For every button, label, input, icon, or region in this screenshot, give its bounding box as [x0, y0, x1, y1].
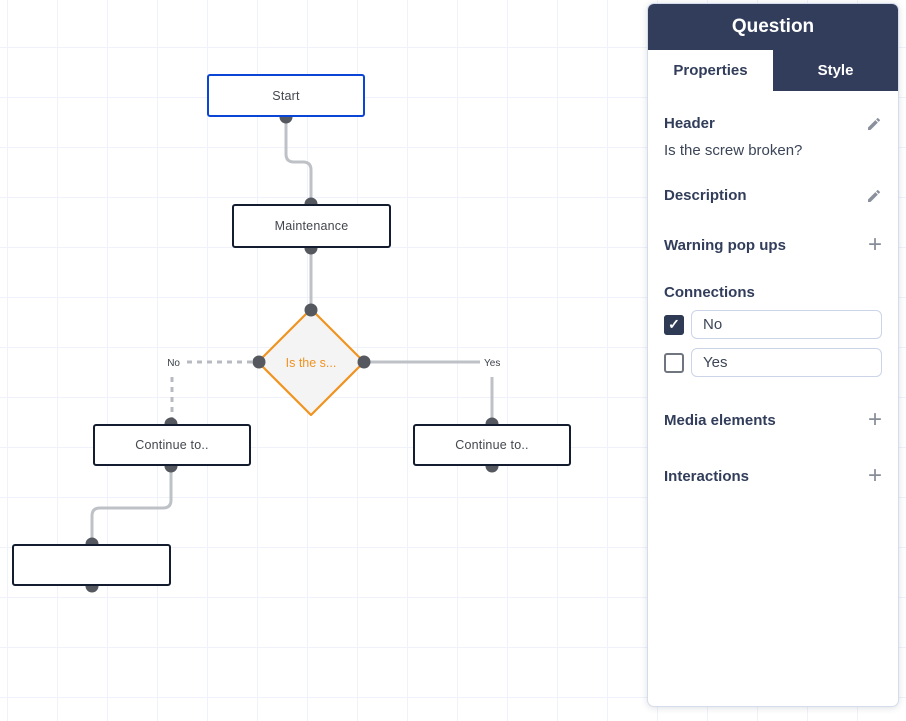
node-start-label: Start: [272, 88, 300, 103]
node-continue-left[interactable]: Continue to..: [93, 424, 251, 466]
pencil-icon: [868, 189, 880, 202]
edge-label-yes: Yes: [484, 358, 500, 369]
connection-dot[interactable]: [252, 355, 266, 369]
add-media-button[interactable]: +: [867, 406, 882, 433]
plus-icon: +: [867, 406, 882, 433]
node-start[interactable]: Start: [207, 74, 365, 117]
tab-style[interactable]: Style: [773, 50, 898, 91]
node-decision[interactable]: [256, 307, 366, 417]
tab-properties[interactable]: Properties: [648, 50, 773, 91]
description-section-label: Description: [664, 187, 747, 204]
properties-panel: Question Properties Style Header Is the …: [647, 3, 899, 707]
node-continue-right[interactable]: Continue to..: [413, 424, 571, 466]
edge-start-maintenance[interactable]: [284, 117, 313, 204]
connection-option-no: ✓: [664, 310, 882, 339]
interactions-section-label: Interactions: [664, 467, 750, 485]
connections-list: ✓: [664, 310, 882, 377]
connection-dot[interactable]: [357, 355, 371, 369]
plus-icon: +: [867, 462, 882, 489]
warning-section-label: Warning pop ups: [664, 236, 786, 254]
media-section-label: Media elements: [664, 411, 776, 429]
connection-input-no[interactable]: [691, 310, 882, 339]
edit-header-button[interactable]: [866, 116, 882, 132]
node-continue-left-label: Continue to..: [135, 438, 209, 452]
plus-icon: +: [867, 231, 882, 258]
panel-tabs: Properties Style: [648, 50, 898, 91]
header-value: Is the screw broken?: [664, 142, 803, 159]
edge-label-no: No: [167, 358, 180, 369]
connection-option-yes: [664, 348, 882, 377]
header-section-label: Header: [664, 115, 715, 132]
pencil-icon: [868, 117, 880, 130]
checkbox-no[interactable]: ✓: [664, 314, 684, 335]
connections-section-label: Connections: [664, 284, 755, 301]
connection-input-yes[interactable]: [691, 348, 882, 377]
checkmark-icon: ✓: [664, 314, 684, 335]
node-maintenance[interactable]: Maintenance: [232, 204, 391, 248]
node-continue-right-label: Continue to..: [455, 438, 529, 452]
add-interaction-button[interactable]: +: [867, 462, 882, 489]
node-maintenance-label: Maintenance: [274, 219, 349, 233]
connection-dot[interactable]: [304, 303, 318, 317]
add-warning-button[interactable]: +: [867, 231, 882, 258]
edit-description-button[interactable]: [866, 188, 882, 204]
edge-continue-left-empty[interactable]: [90, 467, 173, 544]
panel-title: Question: [648, 4, 898, 50]
checkbox-yes[interactable]: [664, 352, 684, 373]
node-empty[interactable]: [12, 544, 171, 586]
